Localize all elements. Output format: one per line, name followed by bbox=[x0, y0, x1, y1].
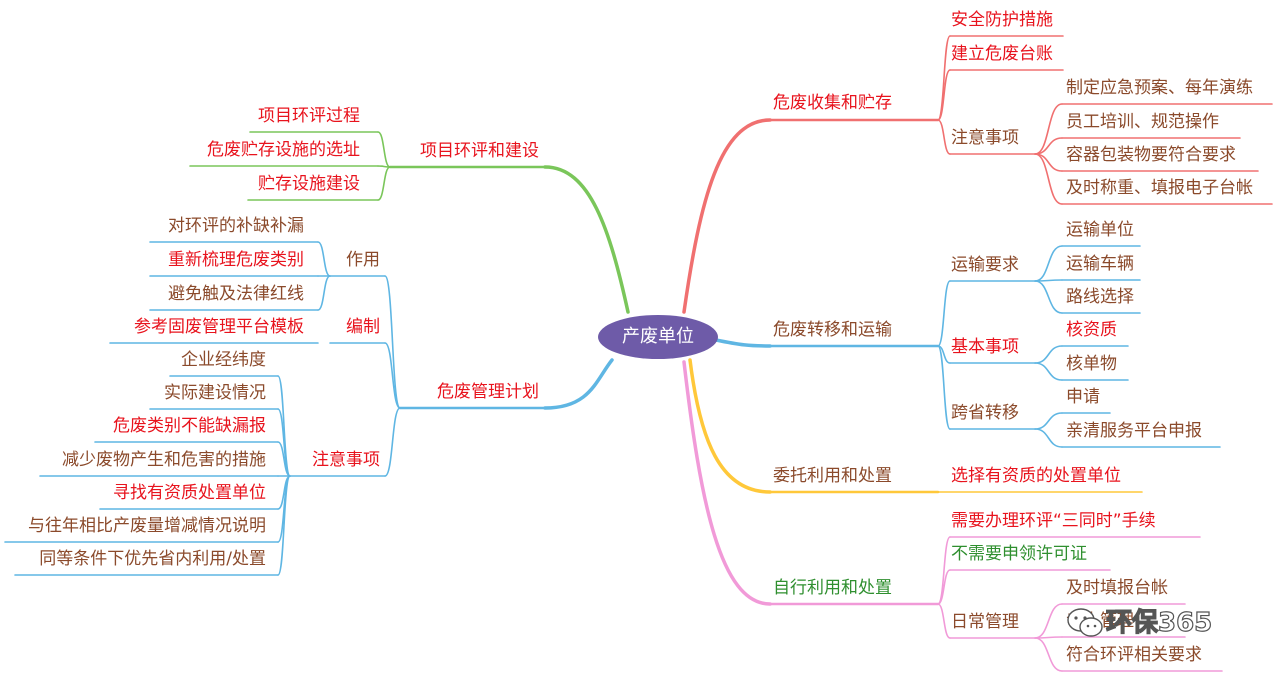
daily-link-2 bbox=[1034, 637, 1063, 672]
note-staff-training: 员工培训、规范操作 bbox=[1066, 112, 1219, 132]
plan-link-2 bbox=[384, 407, 401, 477]
basics-link-1 bbox=[1034, 362, 1063, 381]
eia-link-0 bbox=[377, 131, 391, 168]
node-route: 路线选择 bbox=[1066, 287, 1134, 307]
branch-entrust: 委托利用和处置 bbox=[773, 466, 892, 486]
eia-link-2 bbox=[377, 166, 391, 201]
branch-eia-construction: 项目环评和建设 bbox=[420, 141, 539, 161]
branch-management-plan: 危废管理计划 bbox=[437, 382, 539, 402]
transfer-link-2 bbox=[937, 345, 951, 430]
note-emergency-plan: 制定应急预案、每年演练 bbox=[1066, 78, 1253, 98]
node-eia-process: 项目环评过程 bbox=[258, 106, 360, 126]
role-link-0 bbox=[317, 241, 331, 277]
trunk-transfer bbox=[714, 338, 772, 348]
collect-notes-link-3 bbox=[1034, 153, 1063, 205]
node-safety-measures: 安全防护措施 bbox=[951, 10, 1053, 30]
node-transport-unit: 运输单位 bbox=[1066, 220, 1134, 240]
collect-link-2 bbox=[937, 119, 951, 155]
collect-link-1 bbox=[937, 69, 951, 121]
node-no-permit: 不需要申领许可证 bbox=[951, 544, 1087, 564]
note-actual-construction: 实际建设情况 bbox=[164, 383, 266, 403]
note-province-priority: 同等条件下优先省内利用/处置 bbox=[39, 549, 266, 569]
note-weighing: 及时称重、填报电子台帐 bbox=[1066, 178, 1253, 198]
node-qualified-unit: 选择有资质的处置单位 bbox=[951, 466, 1121, 486]
collect-notes-link-0 bbox=[1034, 103, 1063, 155]
transport-link-2 bbox=[1034, 280, 1063, 314]
plan-link-1 bbox=[384, 342, 401, 409]
transfer-link-0 bbox=[937, 280, 951, 347]
watermark: 环保365 bbox=[1066, 604, 1246, 644]
cross-link-0 bbox=[1034, 412, 1063, 430]
node-plan-notes: 注意事项 bbox=[312, 450, 380, 470]
node-transport-vehicle: 运输车辆 bbox=[1066, 254, 1134, 274]
node-platform-report: 亲清服务平台申报 bbox=[1066, 421, 1202, 441]
trunk-entrust bbox=[688, 358, 772, 494]
node-ledger: 建立危废台账 bbox=[951, 44, 1053, 64]
collect-link-0 bbox=[937, 35, 951, 121]
role-link-2 bbox=[317, 275, 331, 311]
daily-link-0 bbox=[1034, 603, 1063, 639]
node-sort-categories: 重新梳理危废类别 bbox=[168, 250, 304, 270]
basics-link-0 bbox=[1034, 345, 1063, 364]
node-facility-construction: 贮存设施建设 bbox=[258, 174, 360, 194]
trunk-collect bbox=[682, 118, 772, 314]
node-siting: 危废贮存设施的选址 bbox=[207, 140, 360, 160]
node-basics: 基本事项 bbox=[951, 337, 1019, 357]
trunk-self bbox=[682, 360, 772, 606]
node-check-qualification: 核资质 bbox=[1066, 320, 1117, 340]
plan-link-0 bbox=[384, 275, 401, 409]
node-eia-three-simultaneous: 需要办理环评“三同时”手续 bbox=[951, 511, 1156, 531]
branch-self-disposal: 自行利用和处置 bbox=[773, 578, 892, 598]
plan-notes-link-2 bbox=[277, 441, 291, 477]
node-role: 作用 bbox=[346, 250, 380, 270]
branch-transfer: 危废转移和运输 bbox=[773, 320, 892, 340]
node-compile: 编制 bbox=[346, 317, 380, 337]
branch-collect-storage: 危废收集和贮存 bbox=[773, 93, 892, 113]
trunk-eia bbox=[543, 165, 630, 314]
trunk-plan bbox=[543, 358, 614, 410]
node-fill-gaps: 对环评的补缺补漏 bbox=[168, 216, 304, 236]
self-link-1 bbox=[937, 569, 951, 605]
transport-link-0 bbox=[1034, 245, 1063, 282]
node-apply: 申请 bbox=[1066, 387, 1100, 407]
note-yearly-comparison: 与往年相比产废量增减情况说明 bbox=[28, 516, 266, 536]
plan-notes-link-6 bbox=[277, 475, 291, 576]
wechat-icon bbox=[1067, 608, 1103, 637]
node-cross-province: 跨省转移 bbox=[951, 403, 1019, 423]
node-transport-req: 运输要求 bbox=[951, 255, 1019, 275]
note-containers: 容器包装物要符合要求 bbox=[1066, 145, 1236, 165]
node-collect-notes: 注意事项 bbox=[951, 128, 1019, 148]
note-reduce-waste: 减少废物产生和危害的措施 bbox=[62, 450, 266, 470]
node-avoid-legal: 避免触及法律红线 bbox=[168, 284, 304, 304]
cross-link-1 bbox=[1034, 428, 1063, 448]
central-node: 产废单位 bbox=[598, 315, 718, 359]
note-coordinates: 企业经纬度 bbox=[181, 350, 266, 370]
self-link-2 bbox=[937, 603, 951, 639]
note-find-qualified: 寻找有资质处置单位 bbox=[113, 483, 266, 503]
node-check-documents: 核单物 bbox=[1066, 354, 1117, 374]
node-fill-ledger: 及时填报台帐 bbox=[1066, 578, 1168, 598]
node-daily-management: 日常管理 bbox=[951, 612, 1019, 632]
node-eia-requirements: 符合环评相关要求 bbox=[1066, 645, 1202, 665]
node-platform-template: 参考固废管理平台模板 bbox=[134, 317, 304, 337]
note-no-omission: 危废类别不能缺漏报 bbox=[113, 416, 266, 436]
watermark-text: 环保365 bbox=[1105, 607, 1213, 638]
